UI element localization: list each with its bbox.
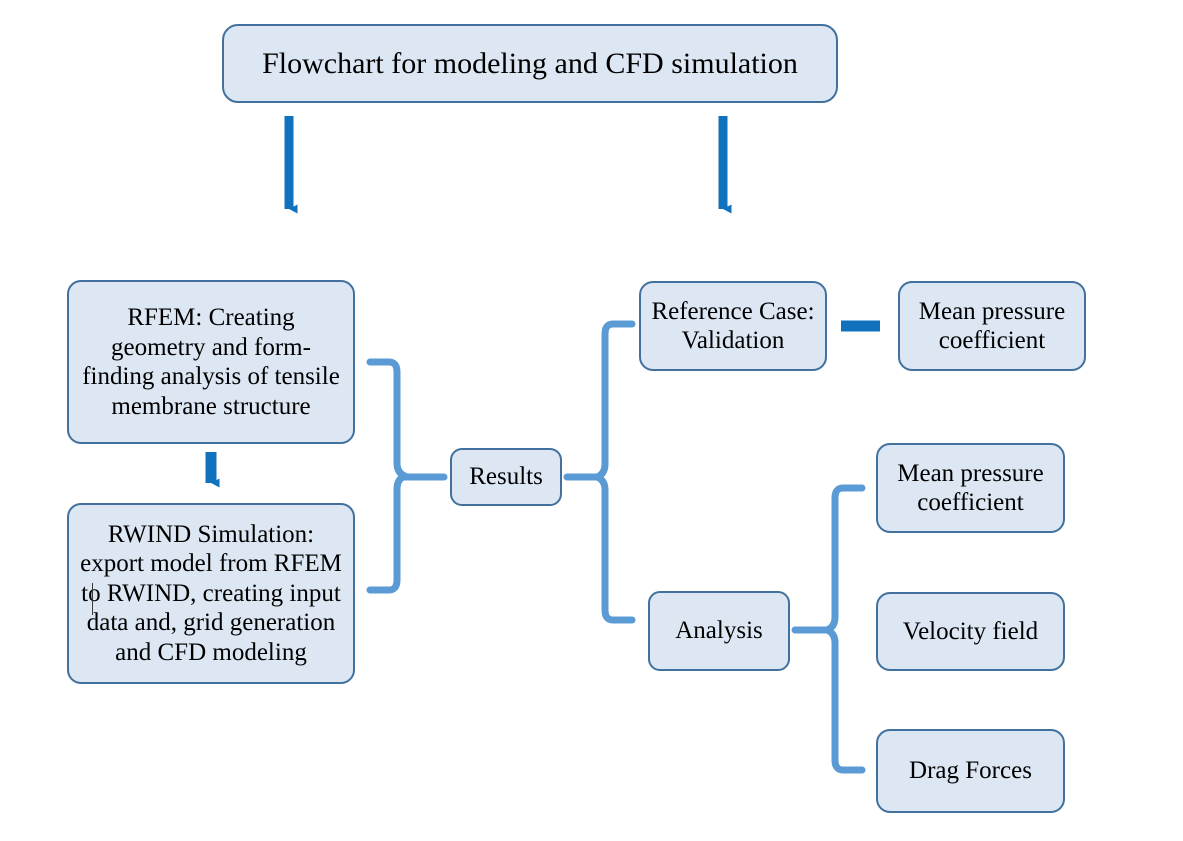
node-results: Results <box>450 448 562 506</box>
node-reference-case-label: Reference Case: Validation <box>651 297 815 355</box>
node-rwind: RWIND Simulation: export model from RFEM… <box>67 503 355 684</box>
node-reference-case: Reference Case: Validation <box>639 281 827 371</box>
node-title-label: Flowchart for modeling and CFD simulatio… <box>262 46 798 80</box>
node-rfem: RFEM: Creating geometry and form-finding… <box>67 280 355 444</box>
node-velocity-field-label: Velocity field <box>902 617 1039 645</box>
brace-results-to-branches <box>593 320 636 624</box>
node-analysis-label: Analysis <box>675 617 763 645</box>
node-rfem-label: RFEM: Creating geometry and form-finding… <box>82 304 340 420</box>
brace-analysis-to-outputs <box>823 484 866 774</box>
node-analysis: Analysis <box>648 591 790 671</box>
text-caret-artifact <box>92 583 93 615</box>
node-results-label: Results <box>469 463 543 491</box>
node-mean-pressure-coefficient-analysis: Mean pressure coefficient <box>876 443 1065 533</box>
node-title: Flowchart for modeling and CFD simulatio… <box>222 24 838 103</box>
node-mean-pressure-coefficient-validation: Mean pressure coefficient <box>898 281 1086 371</box>
node-drag-forces: Drag Forces <box>876 729 1065 813</box>
node-mean-pressure-coefficient-validation-label: Mean pressure coefficient <box>918 297 1066 355</box>
brace-left-group-to-results <box>366 358 409 594</box>
node-velocity-field: Velocity field <box>876 592 1065 671</box>
node-drag-forces-label: Drag Forces <box>909 757 1032 785</box>
node-rwind-label: RWIND Simulation: export model from RFEM… <box>80 520 342 666</box>
node-mean-pressure-coefficient-analysis-label: Mean pressure coefficient <box>897 459 1044 517</box>
